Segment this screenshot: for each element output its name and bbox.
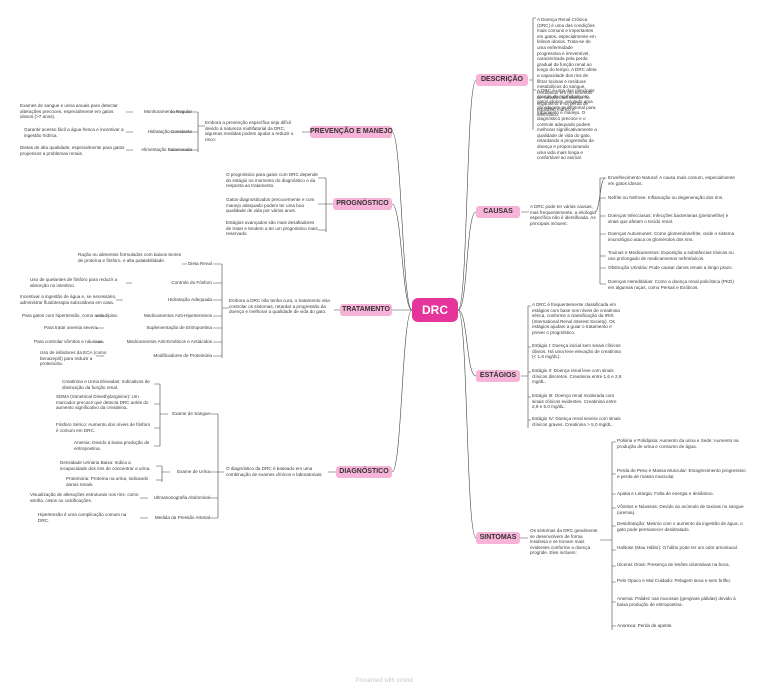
topic-descricao[interactable]: DESCRIÇÃO <box>476 74 528 86</box>
sintomas-item: Poliúria e Polidipsia: Aumento da urina … <box>617 438 739 449</box>
tratamento-item-title: Modificadores de Proteinúria <box>153 353 212 358</box>
diagnostico-intro: O diagnóstico da DRC é baseado em uma co… <box>226 466 323 477</box>
estagios-item: Estágio II: Doença renal leve com sinais… <box>532 368 622 385</box>
tratamento-item-title: Medicamentos Anti-Hipertensivos <box>143 313 212 318</box>
diagnostico-sangue-title: Exame de Sangue <box>172 411 210 416</box>
tratamento-item-title: Medicamentos Anti-Eméticos e Antiácidos <box>126 339 212 344</box>
connector-causas <box>457 211 477 311</box>
causas-item: Nefrite ou Nefrose: Inflamação ou degene… <box>608 195 724 200</box>
estagios-intro: A DRC é frequentemente classificada em e… <box>532 302 620 335</box>
topic-prevencao-manejo[interactable]: PREVENÇÃO E MANEJO <box>310 126 393 138</box>
causas-item: Envelhecimento Natural: A causa mais com… <box>608 175 735 186</box>
sintomas-item: Apatia e Letargia: Falta de energia e de… <box>617 491 714 496</box>
causas-item: Doenças Infecciosas: Infecções bacterian… <box>608 213 729 224</box>
sintomas-item: Anemia: Palidez nas mucosas (gengivas pá… <box>617 596 736 607</box>
diagnostico-ultrassonografia-detail: Visualização de alterações estruturais n… <box>30 492 139 503</box>
topic-tratamento[interactable]: TRATAMENTO <box>340 304 392 316</box>
descricao-paragraph-1: A Doença Renal Crônica (DRC) é uma das c… <box>537 17 597 118</box>
estagios-item: Estágio I: Doença inicial sem sinais clí… <box>532 343 621 360</box>
topic-estagios[interactable]: ESTÁGIOS <box>476 370 520 382</box>
diagnostico-pressao-detail: Hipertensão é uma complicação comum na D… <box>38 512 127 523</box>
footer-watermark: Presented with xmind <box>355 678 413 684</box>
causas-item: Toxinas e Medicamentos: Exposição a subs… <box>608 250 734 261</box>
prevencao-item-title: Monitoramento Regular <box>143 109 192 114</box>
topic-sintomas[interactable]: SINTOMAS <box>476 532 520 544</box>
tratamento-item-detail: Incentivar a ingestão de água e, se nece… <box>20 294 117 305</box>
descricao-paragraph-2: A DRC é uma das principais causas de mor… <box>537 88 597 161</box>
connector-prognostico <box>391 203 413 311</box>
diagnostico-urina-item: Densidade Urinária Baixa: Indica a incap… <box>60 460 151 471</box>
connector-descricao <box>457 79 477 311</box>
causas-item: Doenças Autoimunes: Como glomerulonefrit… <box>608 231 735 242</box>
connector-prevencao <box>391 131 413 311</box>
prognostico-item: Estágios avançados são mais desafiadores… <box>226 220 318 237</box>
sintomas-item: Perda de Peso e Massa Muscular: Emagreci… <box>617 468 746 479</box>
connector-diagnostico <box>391 309 413 473</box>
sintomas-item: Vômitos e Náuseas: Devido ao acúmulo de … <box>617 504 744 515</box>
sintomas-intro: Os sintomas da DRC geralmente se desenvo… <box>530 528 598 556</box>
connector-estagios <box>457 309 477 377</box>
prevencao-intro: Embora a prevenção específica seja difíc… <box>205 120 294 142</box>
prognostico-item: Gatos diagnosticados precocemente e com … <box>226 197 315 214</box>
tratamento-item-title: Suplementação de Eritropoetina <box>146 325 212 330</box>
diagnostico-sangue-item: Creatinina e Ureia Elevadas: Indicativos… <box>62 379 150 390</box>
diagnostico-sangue-item: Anemia: Devido à baixa produção de eritr… <box>74 440 150 451</box>
topic-diagnostico[interactable]: DIAGNÓSTICO <box>336 466 392 478</box>
sintomas-item: Halitose (Mau Hálito): O hálito pode ter… <box>617 545 739 550</box>
sintomas-item: Anorexia: Perda de apetite. <box>617 623 673 628</box>
estagios-item: Estágio III: Doença renal moderada com s… <box>532 393 617 410</box>
prevencao-item-detail: Exames de sangue e urina anuais para det… <box>20 103 118 120</box>
central-topic[interactable]: DRC <box>412 298 458 322</box>
diagnostico-pressao-title: Medida da Pressão Arterial <box>154 515 210 520</box>
causas-item: Obstrução Urinária: Pode causar danos re… <box>608 265 733 270</box>
prognostico-item: O prognóstico para gatos com DRC depende… <box>226 172 318 189</box>
diagnostico-sangue-item: Fósforo Sérico: Aumento dos níveis de fó… <box>56 422 151 433</box>
tratamento-item-detail: Uso de quelantes de fósforo para reduzir… <box>30 277 118 288</box>
prevencao-item-title: Alimentação Balanceada <box>141 147 192 152</box>
tratamento-intro: Embora a DRC não tenha cura, o tratament… <box>229 298 330 315</box>
tratamento-item-title: Controle do Fósforo <box>171 280 212 285</box>
tratamento-item-detail: Ração ou alimentos formulados com baixos… <box>78 252 182 263</box>
tratamento-item-detail: Para gatos com hipertensão, como amlodip… <box>22 313 119 318</box>
tratamento-item-title: Hidratação Adequada <box>167 297 212 302</box>
diagnostico-sangue-item: SDMA (Simetrical Dimethylarginine): Um m… <box>56 394 149 411</box>
connector-sintomas <box>457 309 477 539</box>
diagnostico-urina-item: Proteinúria: Proteína na urina, indicand… <box>66 476 149 487</box>
diagnostico-urina-title: Exame de Urina <box>177 469 210 474</box>
prevencao-item-title: Hidratação Constante <box>147 129 192 134</box>
tratamento-item-title: Dieta Renal <box>187 261 212 266</box>
topic-prognostico[interactable]: PROGNÓSTICO <box>333 198 392 210</box>
topic-causas[interactable]: CAUSAS <box>476 206 520 218</box>
tratamento-item-detail: Uso de inibidores da ECA (como benazepri… <box>40 350 107 367</box>
prevencao-item-detail: Dietas de alta qualidade, especialmente … <box>20 145 125 156</box>
prevencao-item-detail: Garantir acesso fácil a água fresca e in… <box>24 127 124 138</box>
diagnostico-ultrassonografia-title: Ultrassonografia Abdominal <box>153 495 210 500</box>
causas-intro: A DRC pode ter várias causas, mas freque… <box>530 204 596 226</box>
causas-item: Doenças Hereditárias: Como a doença rena… <box>608 279 734 290</box>
sintomas-item: Úlceras Orais: Presença de lesões ulcera… <box>617 562 730 567</box>
sintomas-item: Desidratação: Mesmo com o aumento da ing… <box>617 521 743 532</box>
estagios-item: Estágio IV: Doença renal severa com sina… <box>532 416 621 427</box>
sintomas-item: Pelo Opaco e Mal Cuidado: Pelagem seca e… <box>617 578 732 583</box>
tratamento-item-detail: Para controlar vômitos e náuseas. <box>34 339 104 344</box>
tratamento-item-detail: Para tratar anemia severa. <box>44 325 99 330</box>
